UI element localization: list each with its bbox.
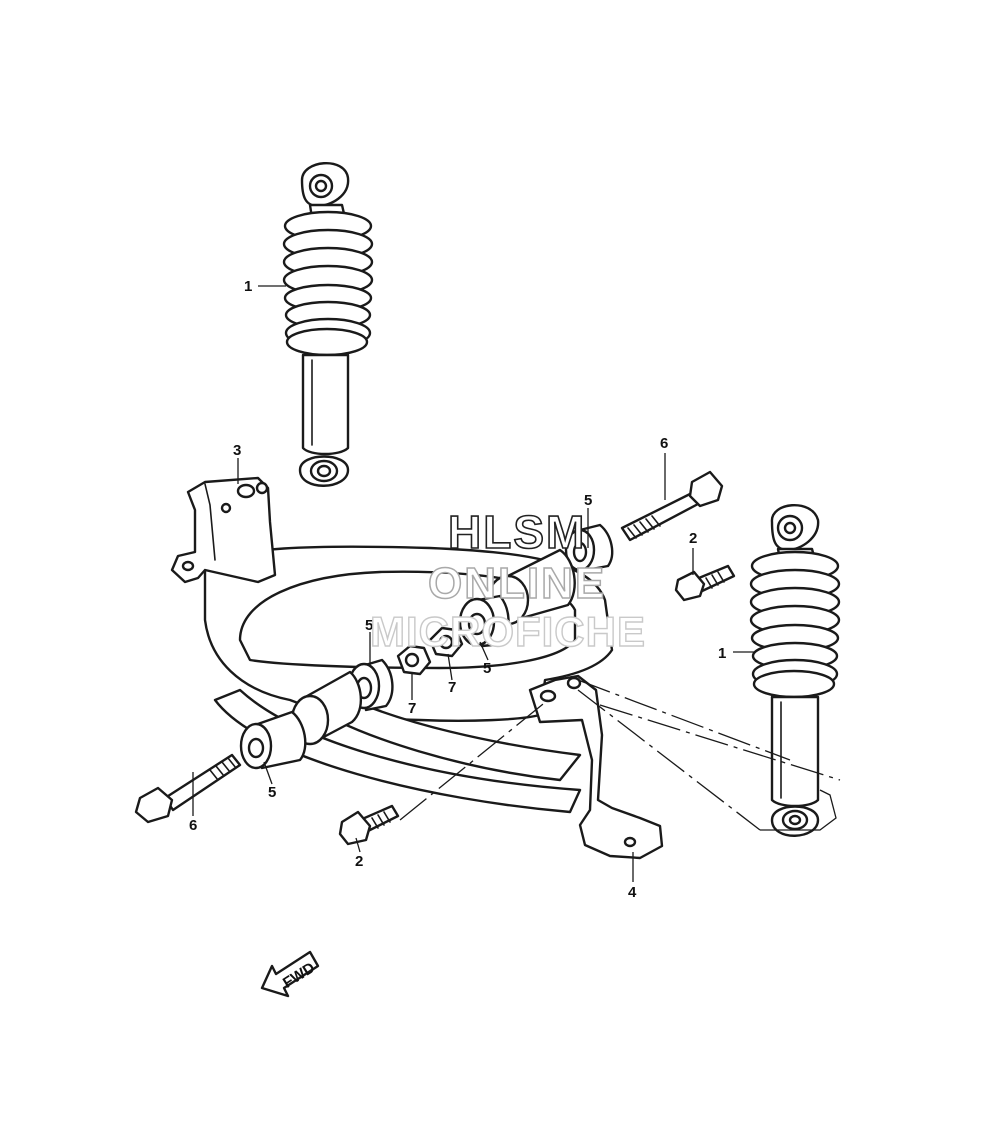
bracket-3 (170, 476, 277, 584)
callout-bushing-5-lower: 5 (268, 784, 276, 801)
shock-absorber-upper (282, 162, 374, 487)
pivot-tube-left (290, 670, 362, 746)
leader-lines (192, 285, 754, 882)
callout-bracket-3: 3 (233, 442, 241, 459)
watermark: HLSM ONLINE MICROFICHE (369, 505, 646, 656)
callout-nut-7-right: 7 (448, 679, 456, 696)
callout-bolt-2-lower: 2 (355, 853, 363, 870)
callouts: 1 1 3 6 5 2 5 5 7 7 5 6 2 4 (189, 278, 726, 901)
callout-bolt-2-right: 2 (689, 530, 697, 547)
bolt-6-right (620, 470, 724, 542)
callout-bolt-6-left: 6 (189, 817, 197, 834)
callout-bolt-6-right: 6 (660, 435, 668, 452)
bushing-5-lower (239, 710, 307, 770)
center-lines (399, 679, 841, 831)
callout-bushing-5-top: 5 (584, 492, 592, 509)
bracket-4 (528, 674, 664, 860)
callout-shock-right: 1 (718, 645, 726, 662)
callout-shock-upper: 1 (244, 278, 252, 295)
bolt-2-right (674, 564, 736, 602)
watermark-line-3: MICROFICHE (370, 608, 646, 655)
shock-absorber-right (749, 504, 841, 837)
nut-7-right (428, 626, 464, 658)
callout-nut-7-left: 7 (408, 700, 416, 717)
callout-bracket-4: 4 (628, 884, 637, 901)
watermark-line-2: ONLINE (428, 559, 606, 608)
callout-bushing-5-mid-right: 5 (483, 660, 491, 677)
callout-bushing-5-mid-left: 5 (365, 617, 373, 634)
bushing-5-mid-right (458, 594, 510, 648)
pivot-tube-right (486, 548, 576, 626)
forward-direction-arrow: FWD (260, 950, 320, 998)
nut-7-left (396, 644, 432, 676)
watermark-line-1: HLSM (448, 506, 586, 558)
bolt-6-left (134, 753, 242, 824)
bolt-2-lower (338, 804, 400, 846)
